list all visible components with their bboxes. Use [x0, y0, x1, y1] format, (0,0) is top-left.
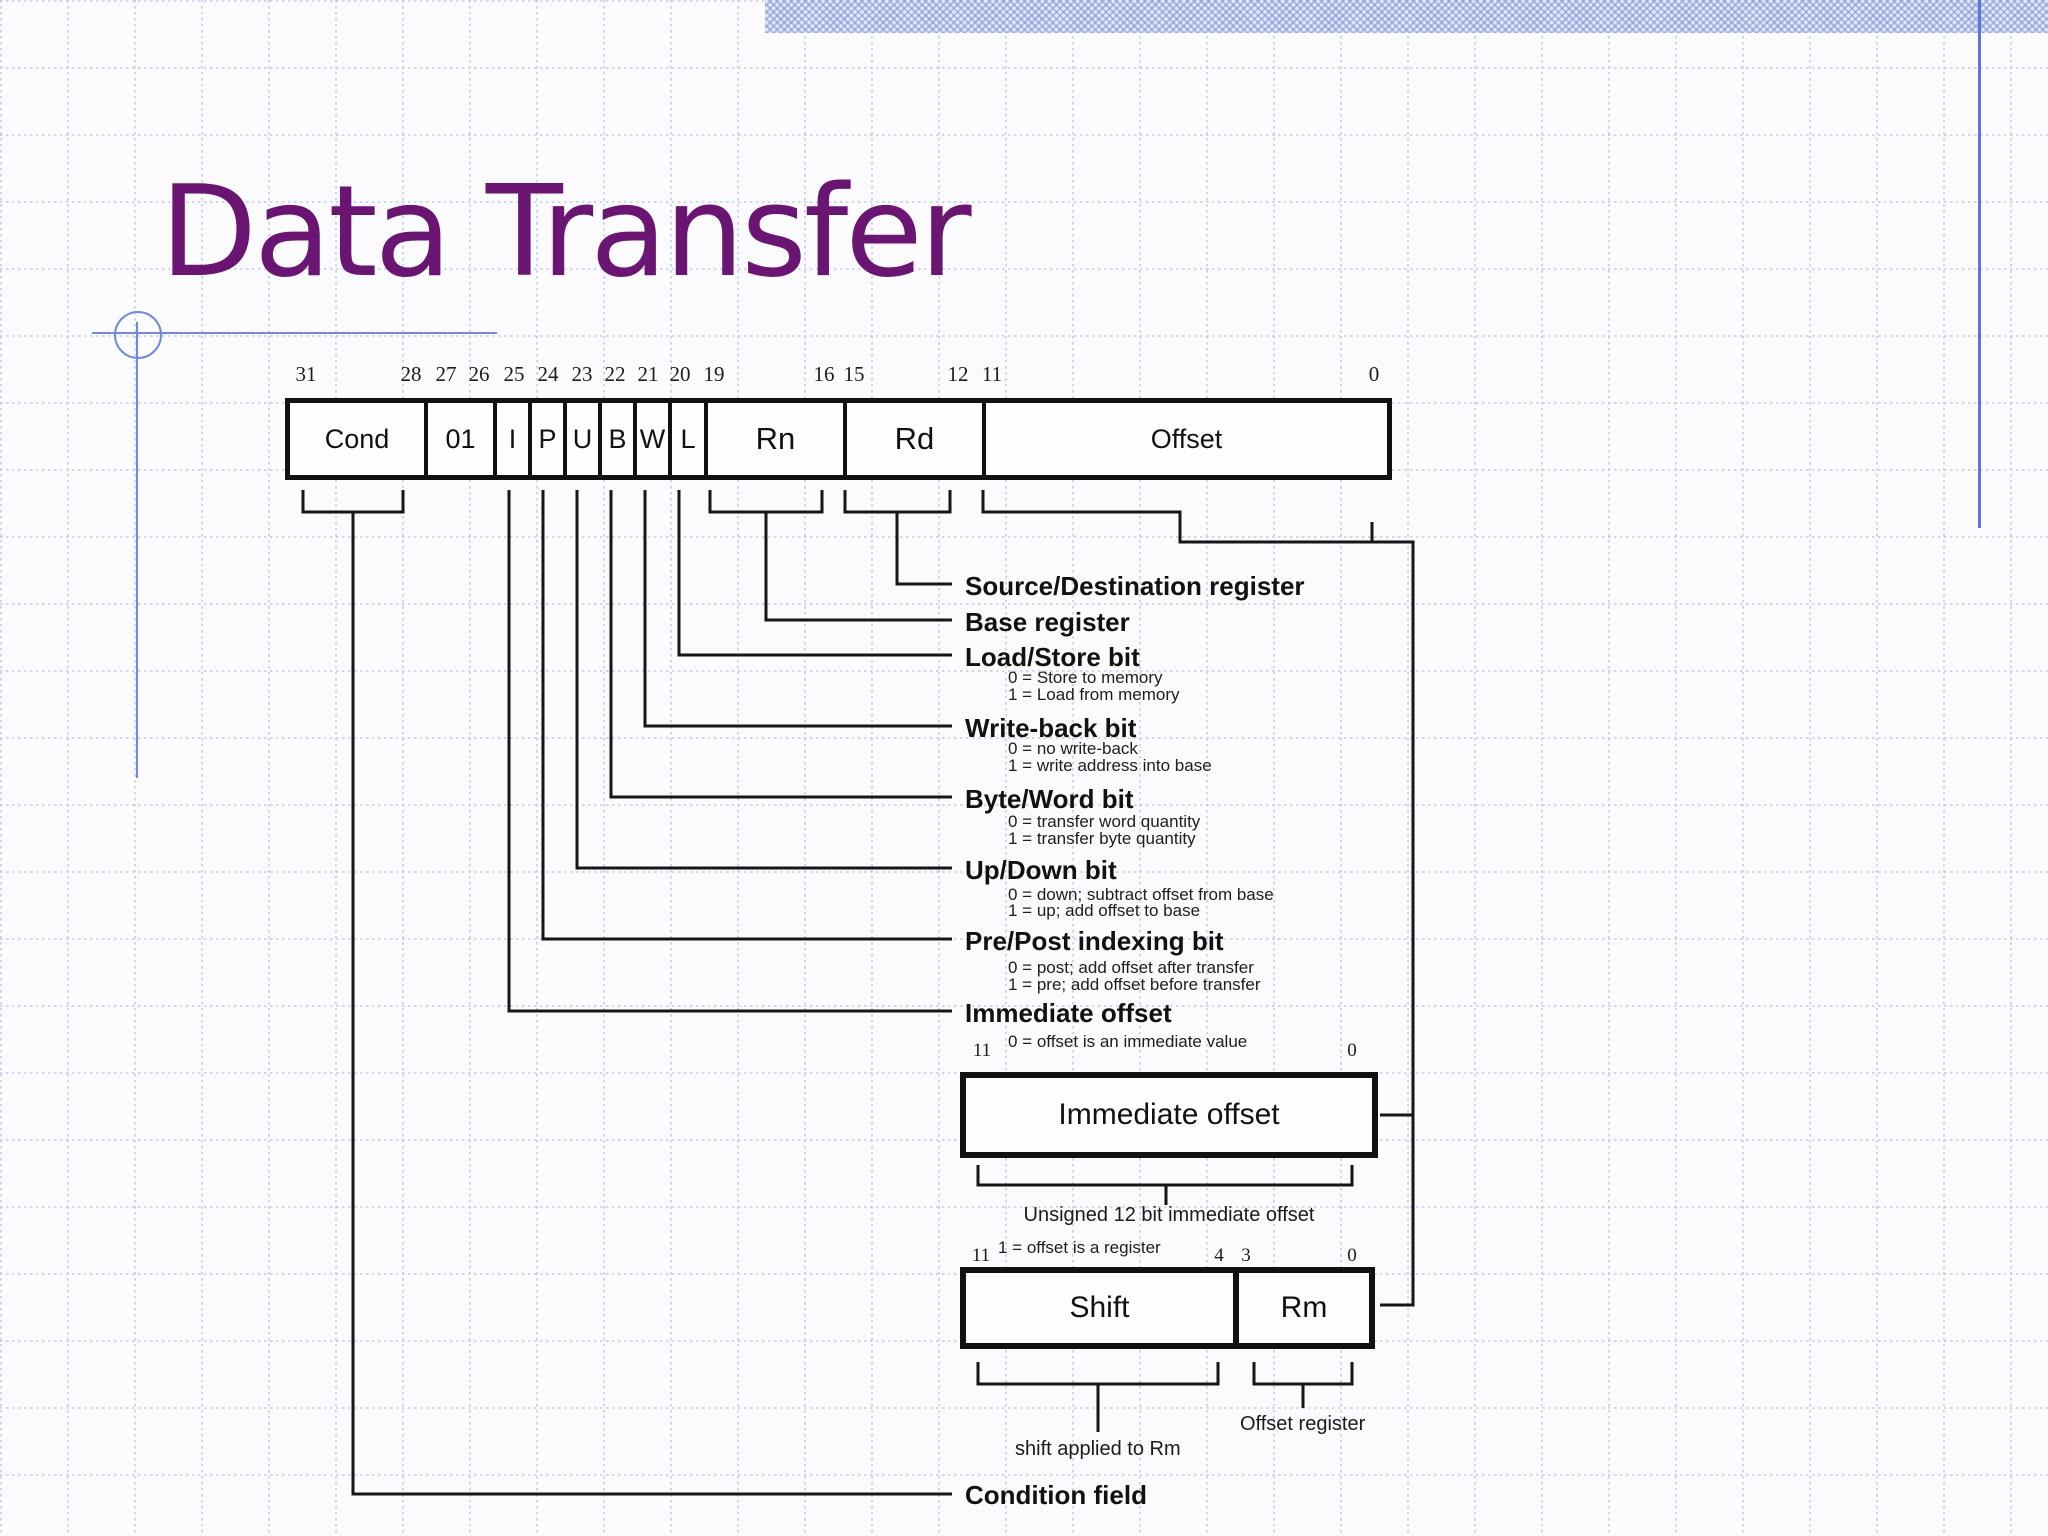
- label-pre-post: Pre/Post indexing bit: [965, 926, 1224, 956]
- label-write-back: Write-back bit: [965, 713, 1137, 743]
- title-underline: [92, 332, 497, 334]
- bit-number: 16: [813, 362, 835, 386]
- bit-number: 23: [571, 362, 593, 386]
- field-rd: Rd: [843, 403, 982, 475]
- field-offset: Offset: [982, 403, 1387, 475]
- field-rn: Rn: [704, 403, 843, 475]
- immediate-bracket: [976, 1165, 1354, 1187]
- field-u: U: [563, 403, 598, 475]
- rn-bracket: [708, 490, 824, 514]
- cond-stem: [351, 512, 952, 1496]
- label-byte-word: Byte/Word bit: [965, 784, 1134, 814]
- shift-bracket: [976, 1362, 1220, 1386]
- bit-number: 21: [637, 362, 659, 386]
- label-immediate-offset: Immediate offset: [965, 998, 1172, 1028]
- bit-number: 25: [503, 362, 525, 386]
- register-offset-note: 1 = offset is a register: [998, 1238, 1161, 1257]
- right-accent-line: [1978, 0, 1981, 528]
- label-source-destination: Source/Destination register: [965, 571, 1305, 601]
- imm-bit-0: 0: [1347, 1040, 1357, 1061]
- shift-bit-4: 4: [1214, 1245, 1224, 1266]
- immediate-offset-box: Immediate offset: [960, 1072, 1378, 1158]
- rm-bit-3: 3: [1241, 1245, 1251, 1266]
- up-down-detail-0: 0 = down; subtract offset from base: [1008, 885, 1274, 904]
- u-stem: [575, 490, 952, 870]
- bit-number: 28: [400, 362, 422, 386]
- compass-circle-icon: [114, 311, 162, 359]
- immediate-caption: Unsigned 12 bit immediate offset: [1023, 1204, 1315, 1226]
- pre-post-detail-1: 1 = pre; add offset before transfer: [1008, 975, 1261, 994]
- i-stem: [507, 490, 952, 1013]
- field-01: 01: [424, 403, 493, 475]
- bit-number: 11: [981, 362, 1003, 386]
- field-l: L: [668, 403, 704, 475]
- shift-rm-box: Shift Rm: [960, 1267, 1375, 1349]
- bit-number: 12: [947, 362, 969, 386]
- rm-bit-0: 0: [1347, 1245, 1357, 1266]
- load-store-detail-0: 0 = Store to memory: [1008, 668, 1163, 687]
- field-cond: Cond: [324, 423, 390, 454]
- bit-number: 15: [843, 362, 865, 386]
- top-banner-texture: [765, 0, 2048, 33]
- label-load-store: Load/Store bit: [965, 642, 1140, 672]
- shift-bit-11: 11: [971, 1245, 991, 1266]
- l-stem: [677, 490, 952, 657]
- byte-word-detail-1: 1 = transfer byte quantity: [1008, 829, 1196, 848]
- label-condition-field: Condition field: [965, 1480, 1147, 1510]
- page-title: Data Transfer: [160, 158, 972, 305]
- cond-bracket: [301, 490, 405, 514]
- rd-stem: [895, 512, 952, 586]
- bit-number: 0: [1368, 362, 1380, 386]
- pre-post-detail-0: 0 = post; add offset after transfer: [1008, 958, 1254, 977]
- immediate-detail-0: 0 = offset is an immediate value: [1008, 1032, 1248, 1051]
- label-up-down: Up/Down bit: [965, 855, 1117, 885]
- rm-bracket: [1252, 1362, 1354, 1386]
- up-down-detail-1: 1 = up; add offset to base: [1008, 901, 1201, 920]
- field-i: I: [493, 403, 528, 475]
- bit-number: 20: [669, 362, 691, 386]
- field-b: B: [598, 403, 633, 475]
- rn-stem: [764, 512, 952, 622]
- field-w: W: [633, 403, 668, 475]
- bit-number: 22: [604, 362, 626, 386]
- load-store-detail-1: 1 = Load from memory: [1008, 685, 1180, 704]
- shift-applied-caption: shift applied to Rm: [1015, 1438, 1181, 1460]
- field-p: P: [528, 403, 563, 475]
- bit-number: 27: [435, 362, 457, 386]
- w-stem: [643, 490, 952, 728]
- imm-bit-11: 11: [972, 1040, 992, 1061]
- byte-word-detail-0: 0 = transfer word quantity: [1008, 812, 1201, 831]
- left-accent-line: [136, 322, 138, 778]
- offset-register-caption: Offset register: [1240, 1413, 1366, 1435]
- b-stem: [609, 490, 952, 799]
- p-stem: [541, 490, 952, 941]
- bit-number: 26: [468, 362, 490, 386]
- rm-field: Rm: [1232, 1273, 1369, 1343]
- bit-number: 19: [703, 362, 725, 386]
- instruction-format-box: Cond 01 I P U B W L Rn Rd Offset: [285, 398, 1392, 480]
- label-base-register: Base register: [965, 607, 1130, 637]
- offset-bracket: [981, 490, 1415, 1307]
- write-back-detail-1: 1 = write address into base: [1008, 756, 1212, 775]
- bit-number: 24: [537, 362, 559, 386]
- shift-field: Shift: [1069, 1291, 1130, 1324]
- rd-bracket: [843, 490, 952, 514]
- bit-number: 31: [295, 362, 317, 386]
- write-back-detail-0: 0 = no write-back: [1008, 739, 1138, 758]
